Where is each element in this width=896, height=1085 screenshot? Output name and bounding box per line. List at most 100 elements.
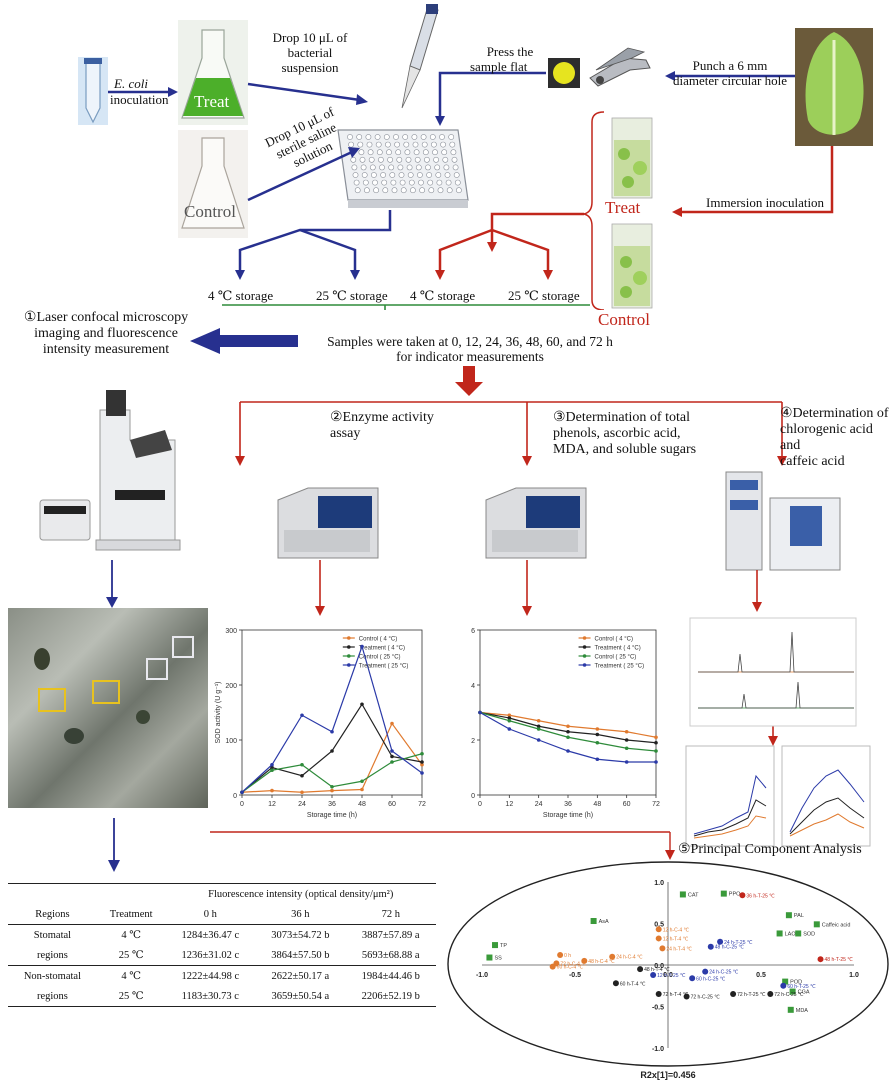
plate-well xyxy=(422,149,429,156)
row1-treatment: 4 ℃ xyxy=(121,930,141,941)
legend-marker xyxy=(347,645,351,649)
plate-well xyxy=(455,187,462,194)
series-point xyxy=(566,729,570,734)
x-tick-label: 24 xyxy=(298,801,306,808)
series-line xyxy=(241,703,423,793)
pca-ellipse xyxy=(447,861,889,1067)
pca-sample-label: 72 h-T-25 ℃ xyxy=(737,992,766,998)
control-right-label: Control xyxy=(598,310,650,329)
press-line-1: Press the xyxy=(486,44,534,59)
series-point xyxy=(240,790,244,795)
x-tick-label: 36 xyxy=(564,801,572,808)
plate-well xyxy=(390,179,397,186)
series-point xyxy=(330,749,334,753)
plate-well xyxy=(399,179,406,186)
series-point xyxy=(330,784,334,789)
y-tick-label: 0 xyxy=(233,793,237,800)
legend-label: Treatment ( 25 °C) xyxy=(595,664,645,670)
row4-region: regions xyxy=(8,986,97,1007)
pca-variable-marker xyxy=(720,890,727,897)
plate-well xyxy=(428,187,435,194)
y-tick-label: 4 xyxy=(471,683,475,690)
pca-sample-point xyxy=(683,993,690,1000)
fluorescence-table: Fluorescence intensity (optical density/… xyxy=(8,883,436,1007)
y-axis-label: SOD activity (U g⁻¹) xyxy=(215,681,222,743)
series-point xyxy=(566,749,570,753)
pca-x-axis-label: R2x[1]=0.456 xyxy=(640,1070,695,1080)
plate-well xyxy=(374,134,381,140)
plate-well xyxy=(436,179,443,186)
plate-well xyxy=(383,134,390,140)
pca-variable-label: PPO xyxy=(729,892,741,898)
plate-well xyxy=(411,134,418,140)
plate-well xyxy=(358,149,365,156)
plate-well xyxy=(376,149,383,156)
plate-well xyxy=(366,141,373,148)
punch-line-2: diameter circular hole xyxy=(672,73,788,88)
legend-marker xyxy=(582,636,587,640)
plate-well xyxy=(444,172,451,178)
row4-0h: 1183±30.73 c xyxy=(165,986,256,1007)
plate-well xyxy=(377,156,384,163)
y-tick-label: 6 xyxy=(471,628,475,635)
spectrophotometer-1-icon xyxy=(277,487,379,559)
series-point xyxy=(270,765,274,770)
series-point xyxy=(536,738,541,742)
pca-sample-point xyxy=(637,966,644,973)
x-tick-label: 24 xyxy=(535,801,543,808)
mini-line-chart-1 xyxy=(685,745,775,847)
table-empty-head-2 xyxy=(96,883,166,904)
series-point xyxy=(507,713,512,718)
pca-variable-label: SS xyxy=(494,956,502,962)
plate-well xyxy=(368,156,375,163)
plate-well xyxy=(395,149,402,156)
green-collect-line xyxy=(222,304,590,310)
plate-well xyxy=(393,134,399,140)
pca-variable-marker xyxy=(782,978,789,985)
step3-line-3: MDA, and soluble sugars xyxy=(553,442,697,457)
col-36h: 36 h xyxy=(255,904,346,925)
pca-x-tick-label: 0.0 xyxy=(663,972,673,979)
pca-variable-label: LAO xyxy=(785,931,797,937)
pca-sample-point xyxy=(817,956,824,963)
col-0h: 0 h xyxy=(165,904,256,925)
plate-well xyxy=(443,164,450,171)
pca-sample-label: 0 h xyxy=(564,953,571,959)
pca-sample-point xyxy=(702,968,709,975)
pca-variable-label: PAL xyxy=(794,913,804,919)
blue-arrows xyxy=(108,71,795,280)
plate-wells xyxy=(347,134,462,194)
plate-well xyxy=(397,164,404,171)
x-tick-label: 36 xyxy=(328,801,336,808)
row1-72h: 3887±57.89 a xyxy=(361,929,420,941)
plate-well xyxy=(375,141,382,148)
legend-marker xyxy=(582,645,587,649)
row3-72h: 1984±44.46 b xyxy=(345,965,436,986)
y-tick-label: 300 xyxy=(225,628,237,635)
series-point xyxy=(420,771,424,775)
plate-well xyxy=(413,149,420,156)
series-point xyxy=(595,740,600,745)
legend-label: Treatment ( 25 °C) xyxy=(359,664,409,670)
storage-blue-25: 25 ℃ storage xyxy=(316,288,388,303)
pca-sample-label: 48 h-T-4 ℃ xyxy=(644,967,670,973)
treat-flask-icon xyxy=(178,20,248,125)
pca-sample-label: 24 h-T-4 ℃ xyxy=(666,946,692,952)
pca-sample-point xyxy=(717,938,724,945)
series-point xyxy=(654,749,658,753)
series-point xyxy=(624,729,629,734)
pca-y-tick-label: -1.0 xyxy=(652,1046,664,1053)
pca-sample-label: 12 h-C-4 ℃ xyxy=(663,927,690,933)
plate-well xyxy=(373,187,379,194)
pca-sample-point xyxy=(707,943,714,950)
step3-line-1: ③Determination of total xyxy=(553,410,690,425)
stomata-2 xyxy=(64,728,84,744)
x-tick-label: 60 xyxy=(623,801,631,808)
plate-well xyxy=(359,156,366,163)
pca-sample-point xyxy=(659,945,666,952)
plate-well xyxy=(445,179,452,186)
plate-well xyxy=(351,164,358,171)
x-tick-label: 60 xyxy=(388,801,396,808)
